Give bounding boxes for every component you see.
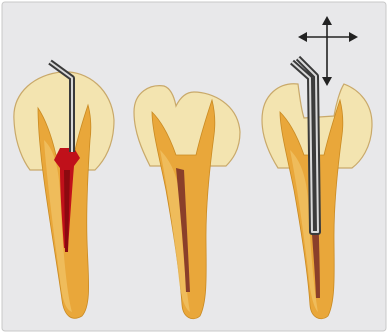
- endodontic-procedure-figure: [0, 0, 388, 333]
- diagram-canvas: [0, 0, 388, 333]
